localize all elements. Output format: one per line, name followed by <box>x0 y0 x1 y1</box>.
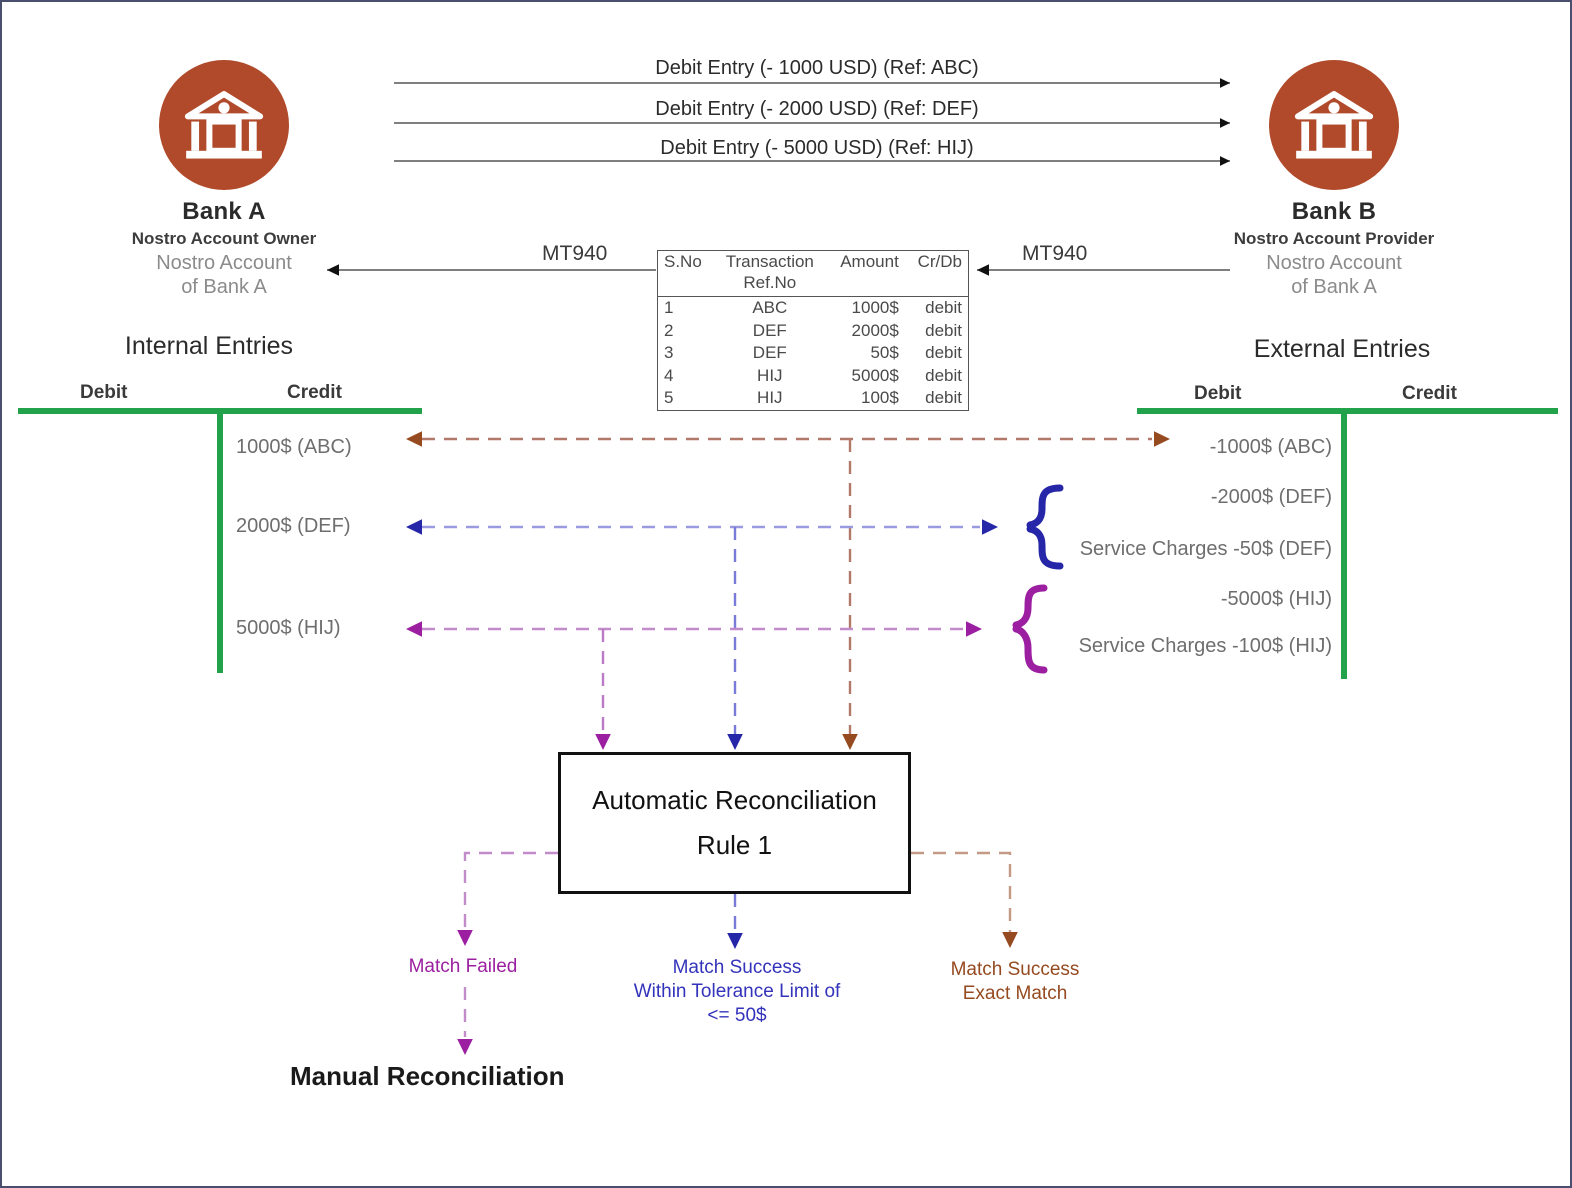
external-t-bar <box>1137 408 1558 414</box>
cell-sno: 3 <box>664 343 674 363</box>
result-exact-line2: Exact Match <box>962 982 1068 1004</box>
automatic-reconciliation-box[interactable]: Automatic Reconciliation Rule 1 <box>558 752 911 894</box>
cell-amount: 1000$ <box>851 298 899 317</box>
result-tolerance-line1: Match Success <box>672 957 802 978</box>
external-t-stem <box>1341 408 1347 679</box>
external-entries-title: External Entries <box>1253 335 1431 363</box>
output-branch-exact <box>911 851 1018 948</box>
bank-b-account-line1: Nostro Account <box>1266 252 1402 274</box>
internal-entry-3: 5000$ (HIJ) <box>236 617 341 639</box>
bank-a-account-line1: Nostro Account <box>156 252 292 274</box>
bank-b-account-line2: of Bank A <box>1291 276 1377 299</box>
bank-a-account-line2: of Bank A <box>181 276 267 299</box>
match-connector-def <box>406 519 998 750</box>
bank-icon <box>181 82 267 168</box>
cell-crdb: debit <box>925 343 962 363</box>
col-header-ref: Transaction <box>725 252 814 271</box>
result-tolerance-line3: <= 50$ <box>707 1004 767 1026</box>
internal-entries-title: Internal Entries <box>124 332 294 360</box>
mt940-label-right: MT940 <box>1022 242 1088 265</box>
result-match-tolerance: Match Success Within Tolerance Limit of … <box>587 956 887 1027</box>
cell-ref: HIJ <box>757 365 783 385</box>
cell-sno: 1 <box>664 298 674 317</box>
result-exact-line1: Match Success <box>950 959 1080 980</box>
bank-a-badge <box>159 60 289 190</box>
bank-b-badge <box>1269 60 1399 190</box>
mt940-table-body: 1 ABC 1000$ debit 2 DEF 2000$ debit 3 DE… <box>658 297 969 411</box>
table-row: 5 HIJ 100$ debit <box>658 387 969 410</box>
cell-crdb: debit <box>925 388 962 408</box>
internal-entry-1: 1000$ (ABC) <box>236 436 352 458</box>
bank-b-role: Nostro Account Provider <box>1233 229 1435 248</box>
col-header-ref-sub: Ref.No <box>713 272 826 297</box>
bank-a-role: Nostro Account Owner <box>131 229 317 248</box>
cell-amount: 50$ <box>870 343 899 363</box>
cell-crdb: debit <box>925 320 962 340</box>
internal-entry-2: 2000$ (DEF) <box>236 515 351 537</box>
external-entry-3: Service Charges -50$ (DEF) <box>1079 538 1332 560</box>
cell-sno: 2 <box>664 320 674 340</box>
result-tolerance-line2: Within Tolerance Limit of <box>633 980 841 1002</box>
cell-amount: 2000$ <box>851 320 899 340</box>
external-debit-label: Debit <box>1194 383 1242 404</box>
cell-amount: 5000$ <box>851 365 899 385</box>
cell-amount: 100$ <box>860 388 899 408</box>
external-entry-4: -5000$ (HIJ) <box>1220 588 1332 610</box>
recon-rule: Rule 1 <box>696 830 773 860</box>
debit-flow-label-2: Debit Entry (- 2000 USD) (Ref: DEF) <box>655 98 979 120</box>
bank-a-info: Bank A Nostro Account Owner Nostro Accou… <box>44 198 404 300</box>
cell-sno: 5 <box>664 388 674 408</box>
bank-b-info: Bank B Nostro Account Provider Nostro Ac… <box>1154 198 1514 300</box>
cell-ref: DEF <box>752 343 787 363</box>
result-match-failed: Match Failed <box>338 955 588 979</box>
cell-crdb: debit <box>925 365 962 385</box>
table-row: 4 HIJ 5000$ debit <box>658 365 969 388</box>
cell-crdb: debit <box>925 298 962 317</box>
result-match-exact: Match Success Exact Match <box>880 958 1150 1006</box>
debit-flow-label-1: Debit Entry (- 1000 USD) (Ref: ABC) <box>655 57 979 79</box>
cell-ref: HIJ <box>757 388 783 408</box>
internal-credit-label: Credit <box>287 382 342 403</box>
result-match-failed-line1: Match Failed <box>408 956 518 977</box>
external-credit-label: Credit <box>1402 383 1457 404</box>
cell-sno: 4 <box>664 365 674 385</box>
recon-title: Automatic Reconciliation <box>592 785 877 815</box>
bank-a-name: Bank A <box>182 198 266 225</box>
mt940-label-left: MT940 <box>542 242 608 265</box>
bank-icon <box>1291 82 1377 168</box>
manual-reconciliation-label: Manual Reconciliation <box>290 1061 565 1091</box>
debit-flow-label-3: Debit Entry (- 5000 USD) (Ref: HIJ) <box>660 137 974 159</box>
match-connector-hij <box>406 621 982 750</box>
external-entry-5: Service Charges -100$ (HIJ) <box>1078 635 1332 657</box>
table-row: 1 ABC 1000$ debit <box>658 297 969 320</box>
col-header-crdb: Cr/Db <box>917 252 962 271</box>
external-entry-2: -2000$ (DEF) <box>1210 486 1332 508</box>
mt940-statement-table: S.No Transaction Amount Cr/Db Ref.No 1 A… <box>657 250 969 412</box>
bank-b-name: Bank B <box>1291 198 1377 225</box>
external-entry-1: -1000$ (ABC) <box>1209 436 1332 458</box>
internal-t-stem <box>217 408 223 673</box>
cell-ref: DEF <box>752 320 787 340</box>
cell-ref: ABC <box>752 298 788 317</box>
output-branch-failed <box>457 851 558 946</box>
internal-debit-label: Debit <box>80 382 128 403</box>
table-row: 2 DEF 2000$ debit <box>658 320 969 343</box>
col-header-amount: Amount <box>840 252 899 271</box>
table-row: 3 DEF 50$ debit <box>658 342 969 365</box>
col-header-sno: S.No <box>664 252 702 271</box>
